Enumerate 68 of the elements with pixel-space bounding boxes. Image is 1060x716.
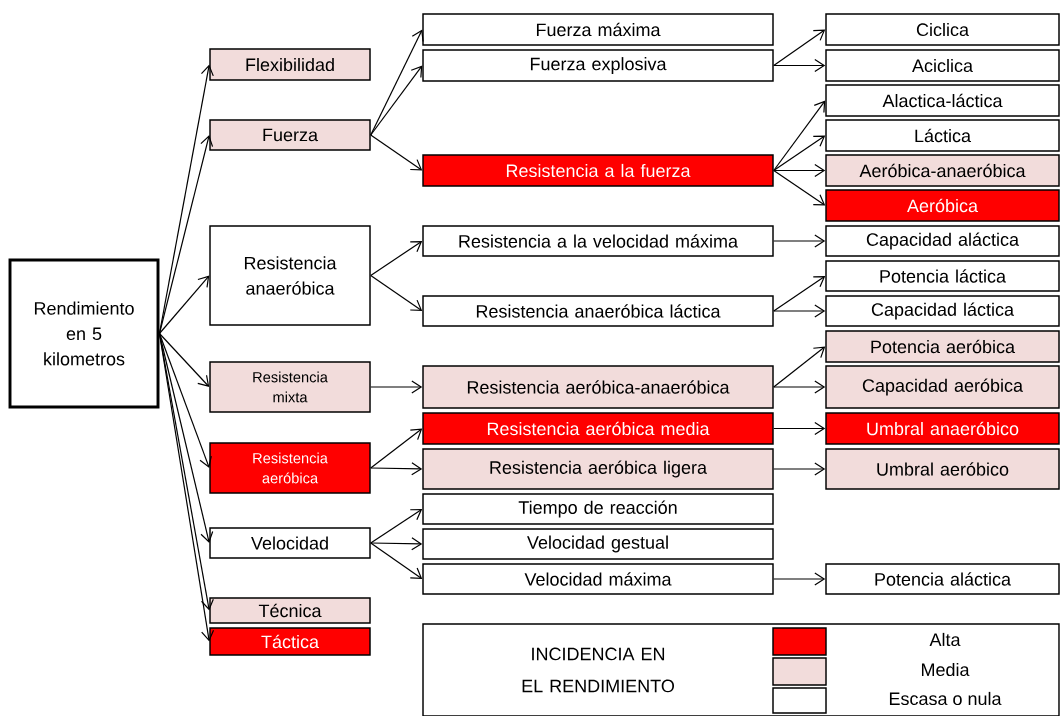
factor-box: Láctica xyxy=(825,119,1060,152)
arrow xyxy=(773,346,826,388)
factor-box: Velocidad xyxy=(209,527,371,559)
arrow xyxy=(158,332,214,543)
factor-box: Tiempo de reacción xyxy=(422,493,774,525)
factor-box: Flexibilidad xyxy=(209,48,371,81)
factor-box: Umbral anaeróbico xyxy=(825,412,1060,445)
arrow xyxy=(370,134,423,171)
arrow xyxy=(773,169,826,206)
factor-box: Resistencia aeróbica-anaeróbica xyxy=(422,365,774,409)
arrow xyxy=(773,572,826,586)
arrow xyxy=(773,304,826,318)
factor-box: Umbral aeróbico xyxy=(825,448,1060,490)
arrow xyxy=(773,380,826,394)
root-box: Rendimiento en 5 kilometros xyxy=(8,258,160,409)
arrow xyxy=(773,100,826,172)
factor-box: Potencia aeróbica xyxy=(825,330,1060,363)
factor-box: Fuerza xyxy=(209,119,371,151)
factor-box: Táctica xyxy=(209,627,371,656)
factor-box: Fuerza máxima xyxy=(422,13,774,46)
factor-box: Aeróbica-anaeróbica xyxy=(825,154,1060,187)
arrow xyxy=(773,234,826,248)
factor-box: Aeróbica xyxy=(825,189,1060,222)
factor-box: Resistencia mixta xyxy=(209,361,371,413)
arrow xyxy=(370,542,423,579)
factor-box: Capacidad aláctica xyxy=(825,225,1060,257)
factor-box: Capacidad aeróbica xyxy=(825,365,1060,409)
arrow xyxy=(370,65,423,136)
arrow xyxy=(158,332,210,387)
factor-box: Potencia aláctica xyxy=(825,563,1060,595)
factor-box: Resistencia anaeróbica láctica xyxy=(422,295,774,327)
factor-box: Resistencia a la fuerza xyxy=(422,154,774,187)
factor-box: Capacidad láctica xyxy=(825,295,1060,327)
arrow xyxy=(370,241,423,277)
arrow xyxy=(773,163,826,178)
arrow xyxy=(370,274,423,311)
arrow xyxy=(773,276,826,312)
arrow xyxy=(773,29,826,67)
factor-box: Potencia láctica xyxy=(825,260,1060,292)
factor-box: Técnica xyxy=(209,597,371,624)
factor-box: Alactica-láctica xyxy=(825,84,1060,117)
arrow xyxy=(773,135,826,172)
factor-box: Velocidad máxima xyxy=(422,563,774,595)
legend-title: INCIDENCIA EN EL RENDIMIENTO xyxy=(522,647,674,693)
arrow xyxy=(370,509,423,544)
arrow xyxy=(773,58,826,73)
factor-box: Resistencia aeróbica media xyxy=(422,412,774,445)
arrow xyxy=(370,428,423,469)
legend-label: Media xyxy=(922,662,970,677)
factor-box: Resistencia a la velocidad máxima xyxy=(422,225,774,257)
factor-box: Resistencia anaeróbica xyxy=(209,225,371,326)
factor-box: Velocidad gestual xyxy=(422,528,774,560)
arrow xyxy=(370,462,423,476)
legend-label: Escasa o nula xyxy=(889,691,1002,706)
arrow xyxy=(158,275,210,335)
arrow xyxy=(773,421,826,436)
factor-box: Aciclica xyxy=(825,49,1060,82)
arrow xyxy=(158,332,212,468)
factor-box: Ciclica xyxy=(825,13,1060,46)
factor-box: Resistencia aeróbica ligera xyxy=(422,448,774,490)
arrow xyxy=(370,380,423,394)
legend-label: Alta xyxy=(929,632,961,647)
arrow xyxy=(370,537,423,551)
factor-box: Resistencia aeróbica xyxy=(209,442,371,494)
arrow xyxy=(158,135,214,335)
arrow xyxy=(370,29,424,136)
factor-box: Fuerza explosiva xyxy=(422,49,774,82)
arrow xyxy=(773,462,826,476)
